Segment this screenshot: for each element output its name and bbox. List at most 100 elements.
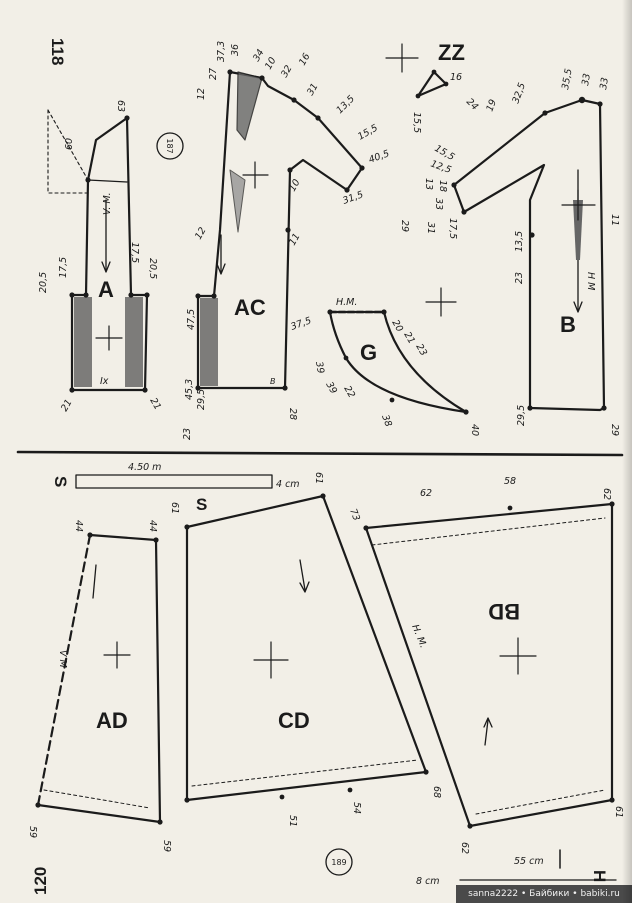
construction-points (35, 69, 615, 829)
dim-ac-47-5: 47,5 (186, 309, 197, 330)
piece-b-cross-mark (561, 189, 596, 221)
dim-bd-58: 58 (504, 476, 516, 487)
section-divider (16, 450, 624, 457)
piece-label-s-cd: S (196, 495, 207, 514)
dim-ac-11: 11 (287, 232, 303, 248)
label-vm-ad: V M (57, 650, 68, 668)
diagram-number-lower: 189 (331, 858, 346, 867)
dim-ac-36: 36 (230, 44, 241, 56)
dim-a-17-5b: 17,5 (129, 242, 140, 263)
piece-bd-cross-mark (499, 637, 537, 675)
dim-ac-12b: 12 (193, 226, 209, 242)
piece-ac-hatch-dart (229, 169, 246, 233)
dim-ac-23: 23 (182, 428, 193, 440)
dim-ac-40-5: 40,5 (367, 148, 391, 166)
dim-cd-61: 61 (169, 502, 180, 514)
piece-a-hatch-right (125, 297, 143, 387)
dim-zz-19: 19 (484, 98, 498, 113)
dim-g-37-5: 37,5 (289, 315, 313, 333)
diagram-number-circle-lower (325, 848, 353, 876)
piece-ac-cross-mark (242, 161, 269, 189)
dim-ac-28: 28 (287, 408, 298, 420)
dim-zz-16: 16 (450, 72, 462, 83)
dim-a-21b: 21 (147, 396, 163, 412)
dim-zz-11: 11 (609, 214, 620, 226)
dim-a-21: 21 (59, 398, 75, 414)
dim-g-39b: 39 (323, 380, 339, 396)
diagram-number-circle-upper (156, 132, 184, 160)
piece-b-hatch (573, 200, 583, 260)
scale-bar-2-length: 55 cm (514, 856, 544, 867)
dim-zz-31: 31 (425, 222, 436, 234)
piece-ac-outline (196, 70, 364, 390)
piece-a-outline (70, 116, 149, 392)
dim-cd-54: 54 (351, 802, 362, 814)
dim-zz-13-5: 13,5 (514, 231, 525, 252)
dim-ac-13-5: 13,5 (334, 93, 357, 116)
dim-a-20-5b: 20,5 (147, 258, 158, 279)
dim-ac-31-5: 31,5 (341, 189, 365, 207)
dim-zz-17-5: 17,5 (447, 218, 458, 239)
piece-b-outline (452, 98, 606, 412)
dim-g-22: 22 (341, 384, 357, 400)
piece-bd-grain-arrow (484, 719, 489, 746)
piece-ad-outline (36, 533, 162, 824)
piece-cd-cross-mark (253, 641, 289, 679)
piece-ac-hatch-bottom (200, 298, 218, 386)
dim-ac-10: 10 (263, 56, 279, 72)
dim-cd-68: 68 (431, 786, 442, 798)
dim-a-63: 63 (115, 100, 126, 112)
dim-zz-13: 13 (423, 178, 434, 190)
piece-ad-cross-mark (103, 641, 131, 669)
scale-bar-2-unit: 8 cm (416, 876, 440, 887)
scale-bar-unit: 4 cm (276, 479, 300, 490)
dim-zz-24: 24 (464, 96, 480, 112)
dim-bd-62c: 62 (459, 842, 470, 854)
piece-label-cd: CD (278, 708, 310, 733)
piece-ac-hatch-top (236, 71, 263, 141)
dim-a-60: 60 (64, 138, 75, 150)
dim-ad-59b: 59 (161, 840, 172, 852)
dim-zz-33b: 33 (598, 77, 611, 91)
scale-bar-length: 4.50 m (128, 462, 161, 473)
label-hm-b: H M (585, 272, 596, 290)
scale-side-s: S (51, 476, 70, 487)
piece-label-a: A (98, 277, 114, 302)
dim-cd-51: 51 (287, 815, 298, 827)
dim-g-23: 23 (413, 342, 429, 358)
dim-ac-10b: 10 (287, 178, 303, 194)
dim-ac-34: 34 (251, 48, 267, 64)
dim-zz-29: 29 (399, 220, 410, 232)
dim-g-21: 21 (401, 330, 417, 346)
dim-zz-33c: 33 (433, 198, 444, 210)
piece-g-outline (328, 310, 468, 414)
label-hm-bd: H. M. (409, 623, 428, 650)
dim-zz-29-5: 29,5 (516, 405, 527, 426)
label-b-small: B (270, 377, 276, 386)
dim-ad-59: 59 (27, 826, 38, 838)
dim-g-20: 20 (389, 318, 405, 334)
dim-zz-18: 18 (437, 180, 448, 192)
dim-ac-31: 31 (305, 82, 321, 98)
piece-ad-grain-arrow (92, 564, 97, 599)
top-marker-zz: ZZ (438, 40, 465, 65)
dim-ac-16: 16 (297, 52, 313, 68)
dim-bd-61: 61 (613, 806, 624, 818)
dim-zz-23: 23 (514, 272, 525, 284)
page-number-bottom: 120 (31, 867, 50, 895)
piece-cd-grain-arrow (299, 559, 306, 591)
dim-bd-62: 62 (420, 488, 432, 499)
dim-bd-62b: 62 (601, 488, 612, 500)
piece-a-cross-mark (95, 325, 123, 351)
scale-bar (75, 474, 273, 489)
dim-zz-32-5: 32,5 (510, 81, 528, 105)
scale-side-h: H (590, 870, 609, 882)
label-hm-g: H.M. (336, 297, 357, 308)
page-number-top: 118 (48, 38, 67, 65)
dim-g-38: 38 (379, 413, 393, 428)
piece-label-b: B (560, 312, 576, 337)
dim-zz-35-5: 35,5 (560, 68, 575, 91)
dim-a-17-5: 17,5 (58, 257, 69, 278)
dim-cd-61b: 61 (313, 472, 324, 484)
